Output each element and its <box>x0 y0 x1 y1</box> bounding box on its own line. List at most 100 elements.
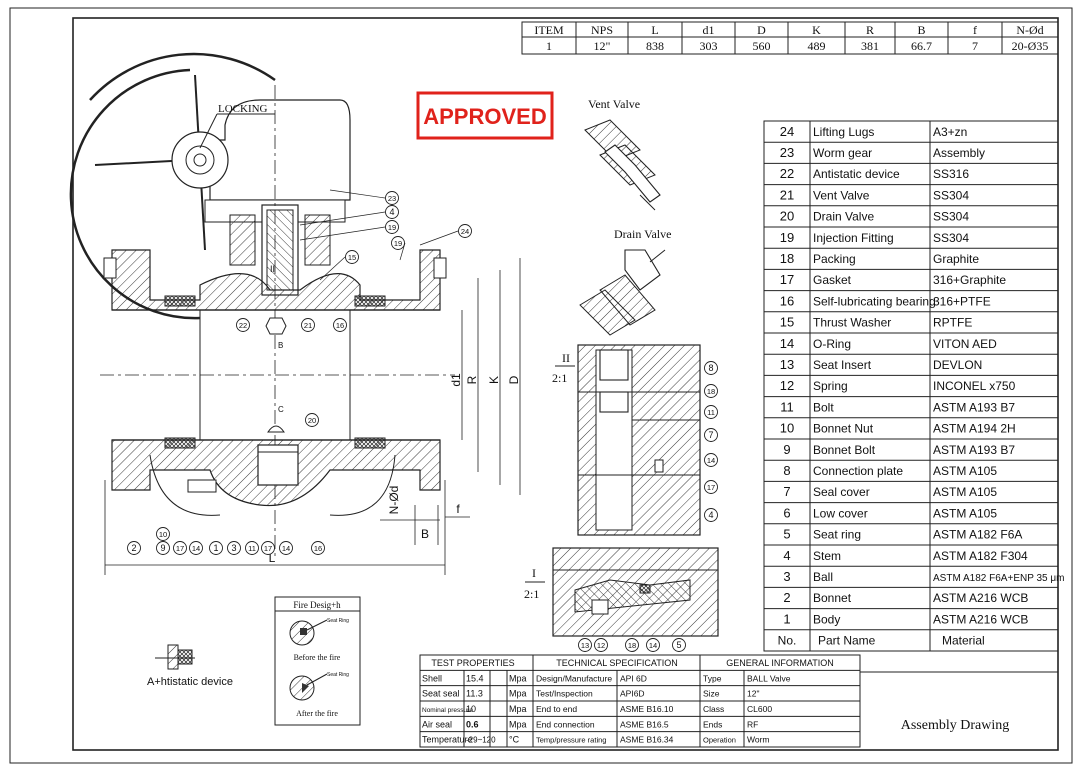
part-balloon: 21 <box>301 318 315 332</box>
vent-valve-detail: Vent Valve <box>584 97 661 211</box>
part-balloon-number: 11 <box>707 408 715 417</box>
test-prop-label: Temperature <box>422 735 473 745</box>
bom-row-material: ASTM A194 2H <box>933 422 1016 436</box>
general-info-label: Operation <box>703 736 736 745</box>
part-balloon-number: 14 <box>707 456 715 465</box>
part-balloon-number: 24 <box>461 227 469 236</box>
bom-row-material: ASTM A105 <box>933 485 997 499</box>
bom-row-number: 5 <box>783 527 790 542</box>
bom-row-material: SS304 <box>933 188 969 202</box>
bom-row-part-name: Ball <box>813 570 833 584</box>
part-balloon: 7 <box>704 428 718 442</box>
bom-row-number: 8 <box>783 463 790 478</box>
title-block: Assembly Drawing <box>860 671 1058 733</box>
dims-value-cell: 838 <box>646 39 664 53</box>
part-balloon: 19 <box>391 236 405 250</box>
detail-i-mark: I <box>532 566 536 580</box>
worm-gear-housing <box>209 99 351 201</box>
part-balloon: 22 <box>236 318 250 332</box>
part-balloon-number: 18 <box>628 641 636 650</box>
part-balloon-number: 16 <box>336 321 344 330</box>
tech-spec-label: Design/Manufacture <box>536 673 612 683</box>
part-balloon-number: 19 <box>388 223 396 232</box>
bom-row-part-name: Seat Insert <box>813 358 872 372</box>
bom-row-number: 3 <box>783 569 790 584</box>
assembly-drawing-title: Assembly Drawing <box>901 718 1010 733</box>
dims-value-cell: 1 <box>546 39 552 53</box>
bom-row-material: ASTM A182 F304 <box>933 549 1028 563</box>
general-info-label: Class <box>703 704 724 714</box>
dim-r-label: R <box>465 375 479 384</box>
part-balloon: 17 <box>261 541 275 555</box>
part-balloon: 14 <box>646 638 660 652</box>
part-balloon-number: 20 <box>308 416 316 425</box>
part-balloon-number: 23 <box>388 194 396 203</box>
part-balloon: 11 <box>704 405 718 419</box>
bom-row-material: ASTM A105 <box>933 464 997 478</box>
test-prop-value: 11.3 <box>466 689 483 699</box>
test-prop-value: 0.6 <box>466 719 479 729</box>
detail-ii-scale: 2:1 <box>552 371 567 385</box>
bom-row-material: 316+Graphite <box>933 273 1006 287</box>
bom-row-part-name: Gasket <box>813 273 852 287</box>
part-balloon: 11 <box>245 541 259 555</box>
bom-row-number: 13 <box>780 357 794 372</box>
part-balloon-number: 17 <box>707 483 715 492</box>
part-balloon: 17 <box>173 541 187 555</box>
test-prop-label: Nominal pressure <box>422 707 473 714</box>
test-prop-unit: Mpa <box>509 673 527 683</box>
part-balloon-number: 9 <box>160 543 165 553</box>
dims-header-cell: B <box>917 23 925 37</box>
bom-row-number: 23 <box>780 145 794 160</box>
part-balloon-number: 11 <box>248 544 256 553</box>
bom-row-number: 24 <box>780 124 794 139</box>
dims-value-cell: 12" <box>594 39 611 53</box>
bom-row-material: DEVLON <box>933 358 982 372</box>
part-balloon-number: 12 <box>597 641 605 650</box>
drain-valve-detail: Drain Valve <box>579 227 671 336</box>
bom-row-part-name: Antistatic device <box>813 167 900 181</box>
test-properties-header: TEST PROPERTIES <box>431 658 514 668</box>
part-balloon-number: 17 <box>264 544 272 553</box>
valve-section-view: LOCKING B C II <box>69 52 459 560</box>
bom-row-part-name: Packing <box>813 252 856 266</box>
tech-spec-label: End connection <box>536 719 595 729</box>
bom-row-part-name: Lifting Lugs <box>813 125 874 139</box>
bom-row-number: 16 <box>780 293 794 308</box>
mark-roman-ii: II <box>270 264 275 274</box>
bom-row-part-name: Bonnet Bolt <box>813 443 876 457</box>
bom-row-part-name: Thrust Washer <box>813 316 891 330</box>
bom-row-part-name: Bonnet Nut <box>813 422 874 436</box>
bom-row-part-name: Seal cover <box>813 485 870 499</box>
antistatic-device-detail: A+htistatic device <box>147 644 233 688</box>
bom-row-part-name: Seat ring <box>813 528 861 542</box>
test-prop-unit: Mpa <box>509 689 527 699</box>
part-balloon: 14 <box>704 453 718 467</box>
part-balloon: 19 <box>385 220 399 234</box>
part-balloon-number: 1 <box>213 543 218 553</box>
test-prop-value: -29~120 <box>466 736 496 745</box>
bom-row-material: ASTM A216 WCB <box>933 612 1028 626</box>
general-info-value: CL600 <box>747 704 772 714</box>
approved-stamp: APPROVED <box>416 91 554 140</box>
fire-design-title: Fire Desig+h <box>293 600 341 610</box>
bom-row-number: 1 <box>783 611 790 626</box>
dims-header-cell: f <box>973 23 977 37</box>
bom-row-material: ASTM A182 F6A+ENP 35 μm <box>933 573 1064 584</box>
tech-spec-header: TECHNICAL SPECIFICATION <box>556 658 678 668</box>
tech-spec-value: ASME B16.34 <box>620 735 674 745</box>
part-balloon-number: 4 <box>708 510 713 520</box>
part-balloon-number: 15 <box>348 253 356 262</box>
seat-ring-note-2: Seat Ring <box>327 672 349 678</box>
bom-row-material: ASTM A216 WCB <box>933 591 1028 605</box>
bom-header-part-name: Part Name <box>818 634 876 648</box>
before-fire-label: Before the fire <box>294 653 341 662</box>
dims-value-cell: 381 <box>861 39 879 53</box>
dims-header-cell: N-Ød <box>1016 23 1043 37</box>
part-balloon: 9 <box>156 541 170 555</box>
part-balloon-number: 16 <box>314 544 322 553</box>
dimension-lines <box>104 258 521 575</box>
part-balloon: 1 <box>209 541 223 555</box>
part-balloon-number: 14 <box>649 641 657 650</box>
